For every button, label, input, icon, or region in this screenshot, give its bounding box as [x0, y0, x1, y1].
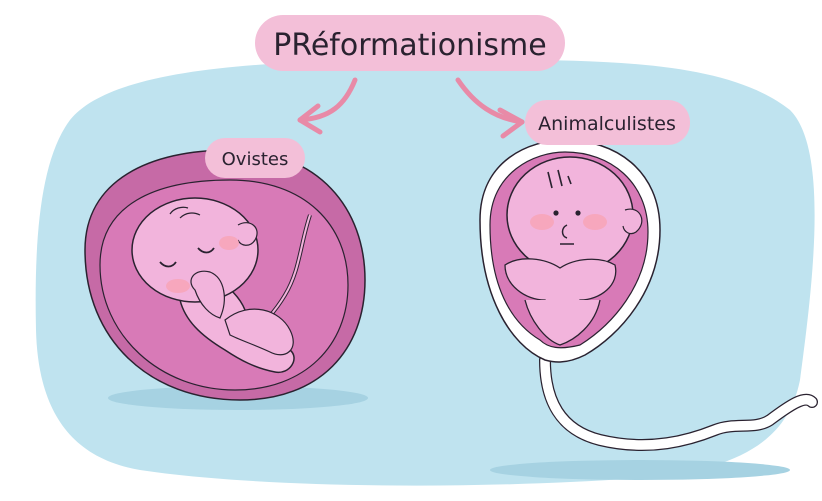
fetus-cheek — [166, 279, 190, 293]
title-text: PRéformationisme — [273, 28, 547, 63]
fetus-ear — [238, 223, 257, 246]
sperm-shadow — [490, 460, 790, 480]
homunculus-head — [507, 157, 633, 273]
homunculus-eye-right — [575, 210, 580, 215]
ovistes-label: Ovistes — [205, 138, 305, 178]
ovistes-text: Ovistes — [222, 149, 289, 170]
homunculus-eye-left — [553, 210, 558, 215]
title-label: PRéformationisme — [255, 15, 565, 71]
animalculistes-label: Animalculistes — [525, 100, 690, 145]
animalculistes-text: Animalculistes — [538, 113, 676, 135]
